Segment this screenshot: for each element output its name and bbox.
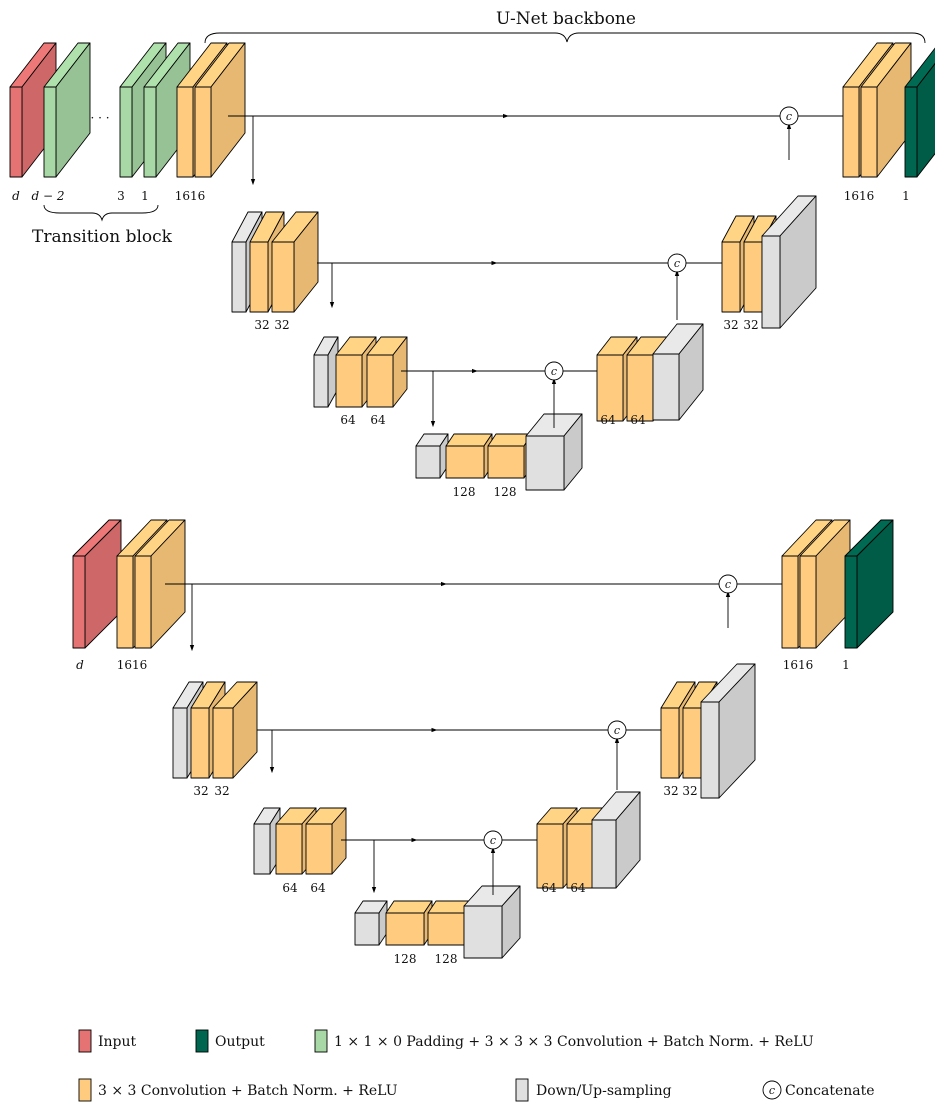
upsampling-block bbox=[652, 323, 704, 421]
legend-sampling-label: Down/Up-sampling bbox=[536, 1083, 672, 1099]
upsampling-block bbox=[761, 195, 817, 329]
output-label: 1 bbox=[902, 189, 910, 203]
concat-node: c bbox=[544, 361, 564, 381]
conv-block bbox=[212, 681, 258, 779]
svg-text:c: c bbox=[551, 365, 557, 378]
conv-block bbox=[487, 433, 533, 479]
channel-label: 64 bbox=[600, 413, 616, 427]
channel-label: 128 bbox=[453, 485, 476, 499]
channel-label: 32 bbox=[663, 784, 678, 798]
channel-label: 64 bbox=[370, 413, 386, 427]
transition-label: 3 bbox=[117, 189, 125, 203]
sampling-block bbox=[354, 900, 388, 946]
sampling-block bbox=[415, 433, 449, 479]
ellipsis: · · · bbox=[90, 111, 109, 125]
channel-label: 64 bbox=[310, 881, 326, 895]
legend-concatenate-label: Concatenate bbox=[785, 1083, 875, 1099]
conv-block bbox=[799, 519, 851, 649]
conv-block bbox=[445, 433, 493, 479]
svg-text:c: c bbox=[614, 724, 620, 737]
backbone-brace bbox=[204, 32, 926, 44]
channel-label: 64 bbox=[570, 881, 586, 895]
channel-label: 128 bbox=[394, 952, 417, 966]
channel-label: 128 bbox=[494, 485, 517, 499]
channel-label: 32 bbox=[743, 318, 758, 332]
upsampling-block bbox=[700, 663, 756, 799]
conv-block bbox=[194, 42, 246, 178]
channel-label: 1616 bbox=[783, 658, 814, 672]
legend-transition-label: 1 × 1 × 0 Padding + 3 × 3 × 3 Convolutio… bbox=[334, 1034, 814, 1050]
legend-output-label: Output bbox=[215, 1034, 265, 1050]
channel-label: 128 bbox=[435, 952, 458, 966]
concat-node: c bbox=[667, 253, 687, 273]
svg-text:c: c bbox=[786, 110, 792, 123]
legend-conv-swatch bbox=[78, 1078, 92, 1102]
upsampling-block bbox=[463, 885, 521, 959]
conv-block bbox=[860, 42, 912, 178]
channel-label: 1616 bbox=[175, 189, 206, 203]
concat-node: c bbox=[483, 830, 503, 850]
output-slab bbox=[904, 47, 935, 178]
output-slab bbox=[844, 519, 894, 649]
transition-label: d − 2 bbox=[32, 189, 65, 203]
svg-text:c: c bbox=[725, 578, 731, 591]
channel-label: 1616 bbox=[844, 189, 875, 203]
channel-label: 32 bbox=[193, 784, 208, 798]
conv-block bbox=[305, 807, 347, 875]
channel-label: 64 bbox=[630, 413, 646, 427]
legend-sampling-swatch bbox=[515, 1078, 529, 1102]
channel-label: 1616 bbox=[117, 658, 148, 672]
conv-block bbox=[385, 900, 433, 946]
conv-block bbox=[427, 900, 473, 946]
legend-concat-symbol: c bbox=[762, 1080, 782, 1100]
channel-label: 32 bbox=[254, 318, 269, 332]
legend-conv-label: 3 × 3 Convolution + Batch Norm. + ReLU bbox=[98, 1083, 398, 1099]
channel-label: 64 bbox=[340, 413, 356, 427]
backbone-label: U-Net backbone bbox=[496, 9, 636, 29]
channel-label: 64 bbox=[282, 881, 298, 895]
input-depth-label: d bbox=[76, 658, 84, 672]
concat-node: c bbox=[779, 106, 799, 126]
legend-output-swatch bbox=[195, 1029, 209, 1053]
transition-label: 1 bbox=[141, 189, 149, 203]
channel-label: 32 bbox=[274, 318, 289, 332]
svg-text:c: c bbox=[769, 1084, 775, 1097]
legend-input-swatch bbox=[78, 1029, 92, 1053]
output-label: 1 bbox=[842, 658, 850, 672]
channel-label: 64 bbox=[541, 881, 557, 895]
input-depth-label: d bbox=[12, 189, 20, 203]
sampling-block bbox=[313, 336, 339, 408]
transition-block-label: Transition block bbox=[32, 227, 173, 247]
conv-block bbox=[366, 336, 408, 408]
channel-label: 32 bbox=[723, 318, 738, 332]
concat-node: c bbox=[718, 574, 738, 594]
concat-node: c bbox=[607, 720, 627, 740]
legend-input-label: Input bbox=[98, 1034, 137, 1050]
channel-label: 32 bbox=[682, 784, 697, 798]
transition-slab bbox=[43, 42, 91, 178]
input-slab bbox=[72, 519, 122, 649]
channel-label: 32 bbox=[214, 784, 229, 798]
svg-text:c: c bbox=[674, 257, 680, 270]
legend-transition-swatch bbox=[314, 1029, 328, 1053]
transition-brace bbox=[43, 204, 159, 222]
conv-block bbox=[271, 211, 319, 313]
svg-text:c: c bbox=[490, 834, 496, 847]
upsampling-block bbox=[591, 791, 641, 889]
